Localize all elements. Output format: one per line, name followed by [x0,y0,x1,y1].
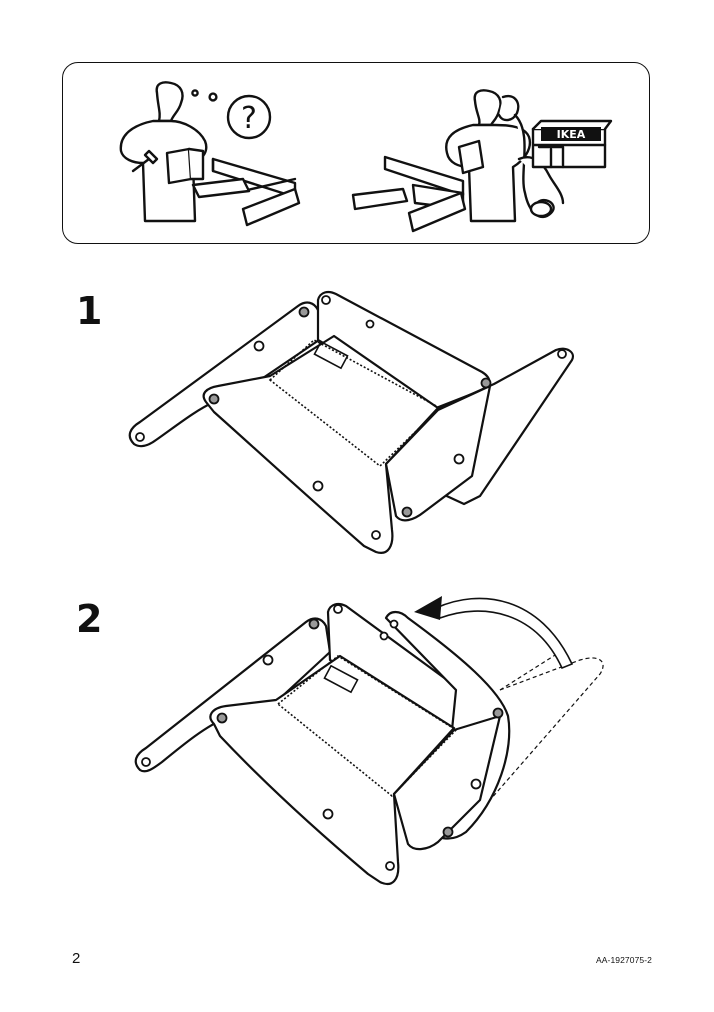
person-calling-store-icon [351,89,613,233]
store-sign-plate [541,127,601,141]
store-sign-text: IKEA [557,128,586,141]
step-number-1: 1 [76,289,103,333]
help-panel: ? IKEA [62,62,650,244]
question-bubble-icon [226,94,272,140]
ghost-flap-outline [489,651,604,801]
question-mark: ? [241,101,257,136]
mount-holes [141,604,504,871]
confused-person-icon [119,81,301,227]
help-illustration: ? IKEA [119,81,613,233]
step-number-2: 2 [76,597,103,641]
seat-outline [268,339,442,468]
seat-outline [276,655,458,798]
chair-shell-flat-icon [128,290,574,554]
curved-arrow-icon [414,596,574,670]
mount-holes [135,295,567,540]
document-code: AA-1927075-2 [595,955,652,965]
chair-shell-fold-icon [134,602,511,886]
page-number: 2 [72,950,81,967]
